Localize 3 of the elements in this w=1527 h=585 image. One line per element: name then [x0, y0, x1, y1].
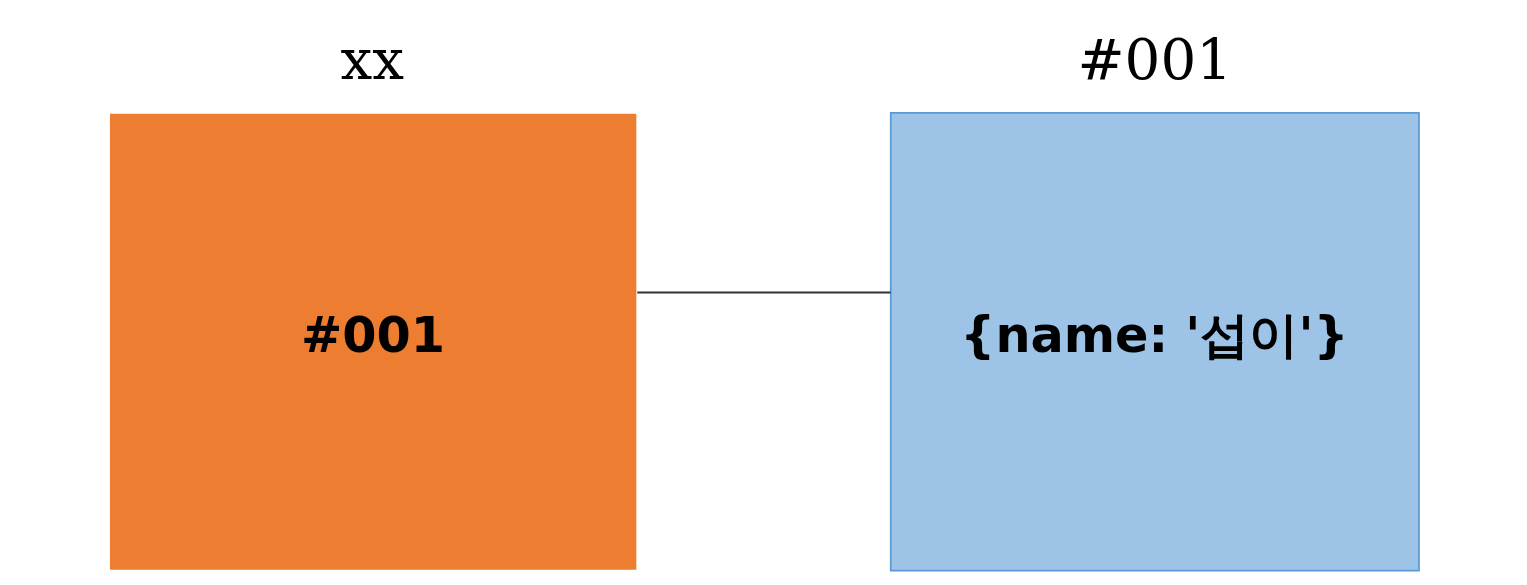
node-label: #001	[1076, 26, 1232, 92]
connector	[635, 291, 891, 294]
node-label: xx	[340, 26, 404, 92]
